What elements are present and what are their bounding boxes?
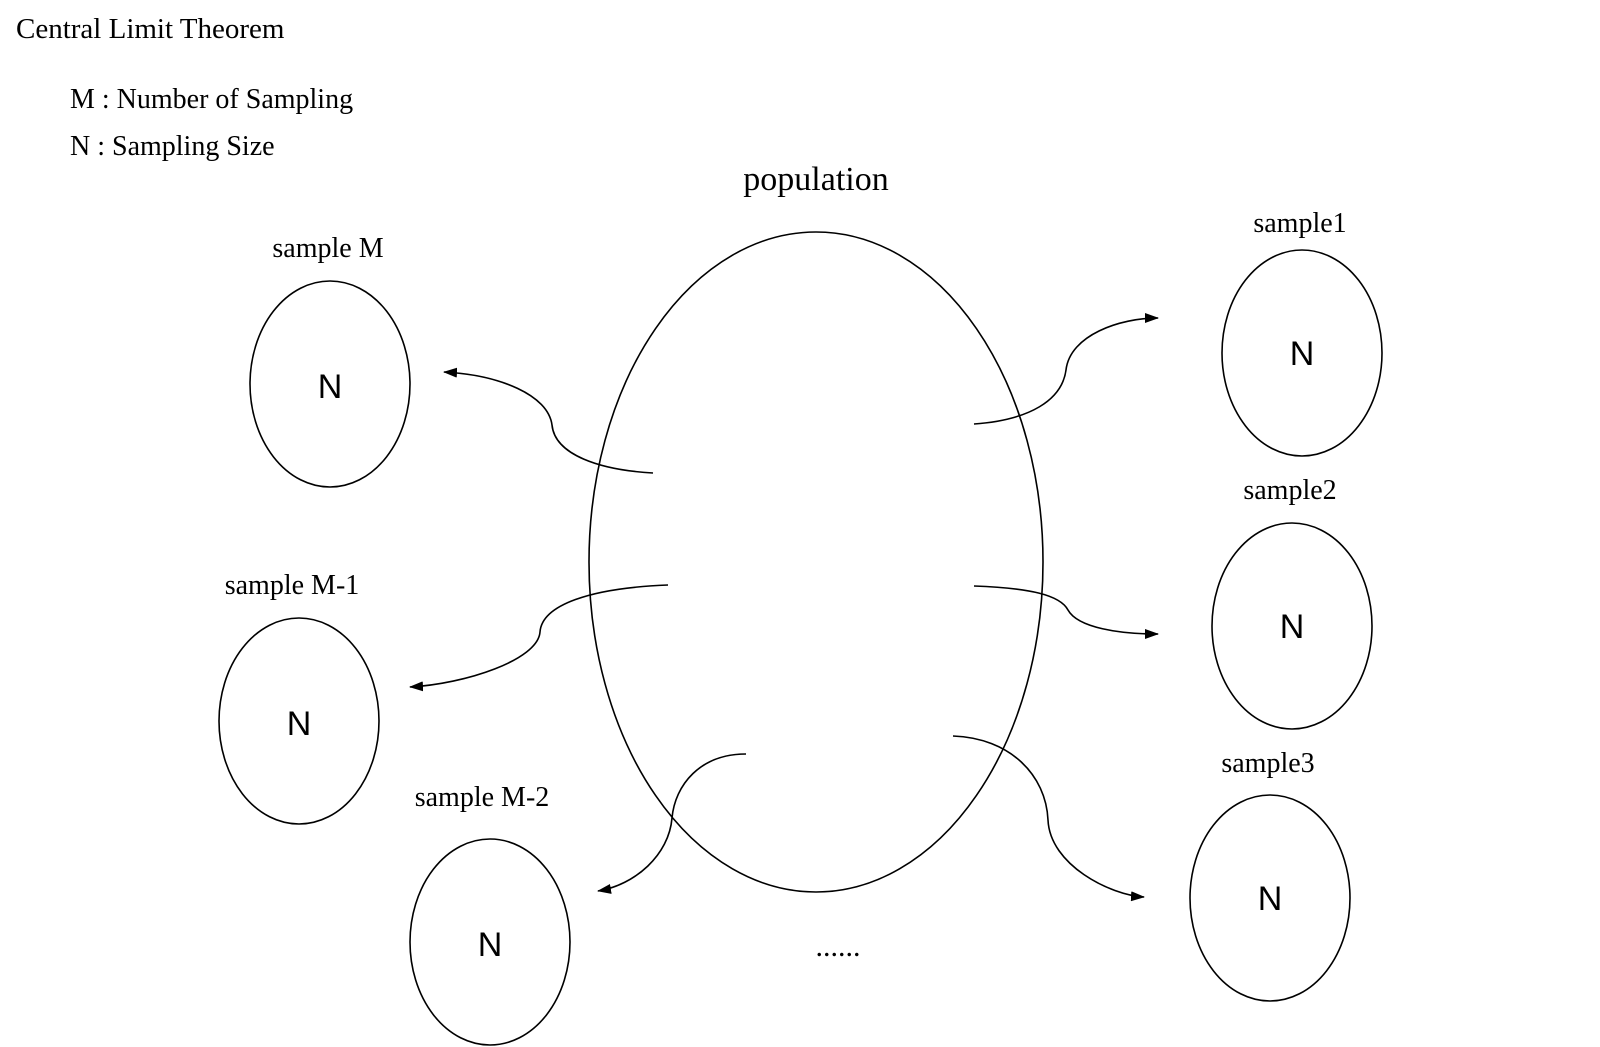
- sample3-label: sample3: [1221, 748, 1314, 779]
- sample-m2-label: sample M-2: [415, 782, 550, 813]
- sample-m2-ellipse: [409, 838, 571, 1046]
- arrow-to-sample-m2: [597, 753, 747, 894]
- arrow-to-sample-m: [443, 367, 654, 474]
- sample2-ellipse: [1211, 522, 1373, 730]
- sample3-size: N: [1258, 880, 1283, 918]
- arrow-to-sample-m1: [409, 584, 669, 692]
- sample-m-ellipse: [249, 280, 411, 488]
- sample3-ellipse: [1189, 794, 1351, 1002]
- sample-m1-size: N: [287, 705, 312, 743]
- legend-m: M : Number of Sampling: [70, 84, 353, 115]
- sample-m1-ellipse: [218, 617, 380, 825]
- arrow-to-sample3: [952, 735, 1145, 902]
- sample1-size: N: [1290, 335, 1315, 373]
- sample2-label: sample2: [1243, 475, 1336, 506]
- sample2-size: N: [1280, 608, 1305, 646]
- legend-n: N : Sampling Size: [70, 131, 275, 162]
- arrow-to-sample2: [973, 585, 1159, 639]
- ellipsis-text: ......: [816, 930, 861, 963]
- diagram-title: Central Limit Theorem: [16, 13, 285, 45]
- sample1-label: sample1: [1253, 208, 1346, 239]
- sample1-ellipse: [1221, 249, 1383, 457]
- sample-m1-label: sample M-1: [225, 570, 360, 601]
- population-label: population: [743, 161, 888, 198]
- sample-m2-size: N: [478, 926, 503, 964]
- sample-m-label: sample M: [272, 233, 383, 264]
- arrow-to-sample1: [973, 313, 1159, 425]
- sample-m-size: N: [318, 368, 343, 406]
- population-ellipse: [588, 231, 1044, 893]
